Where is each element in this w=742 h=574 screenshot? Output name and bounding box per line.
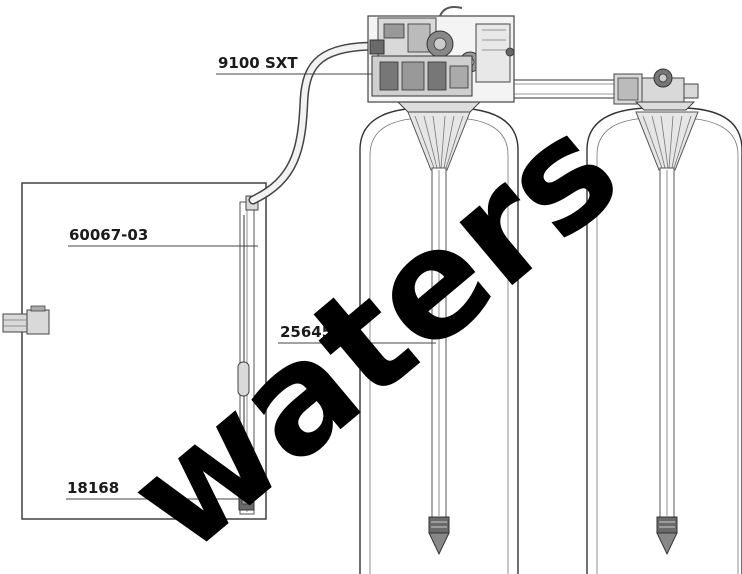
bypass-valve-icon bbox=[613, 68, 699, 111]
brine-float bbox=[237, 361, 250, 397]
distributor-basket-icon bbox=[635, 111, 699, 171]
elbow-fitting-icon bbox=[2, 305, 50, 335]
label-brine-well: 18168 bbox=[67, 479, 119, 497]
label-brine-valve: 60067-03 bbox=[69, 226, 148, 244]
bottom-distributor-left bbox=[428, 516, 450, 556]
bottom-distributor-right bbox=[656, 516, 678, 556]
mineral-tank-left bbox=[359, 107, 519, 574]
mineral-tank-right bbox=[586, 107, 742, 574]
label-riser-tube: 25645 bbox=[280, 323, 332, 341]
brine-tank bbox=[2, 182, 267, 520]
watermark-text: waters bbox=[97, 83, 650, 574]
control-valve-icon bbox=[367, 6, 515, 113]
label-control-valve: 9100 SXT bbox=[218, 54, 298, 72]
